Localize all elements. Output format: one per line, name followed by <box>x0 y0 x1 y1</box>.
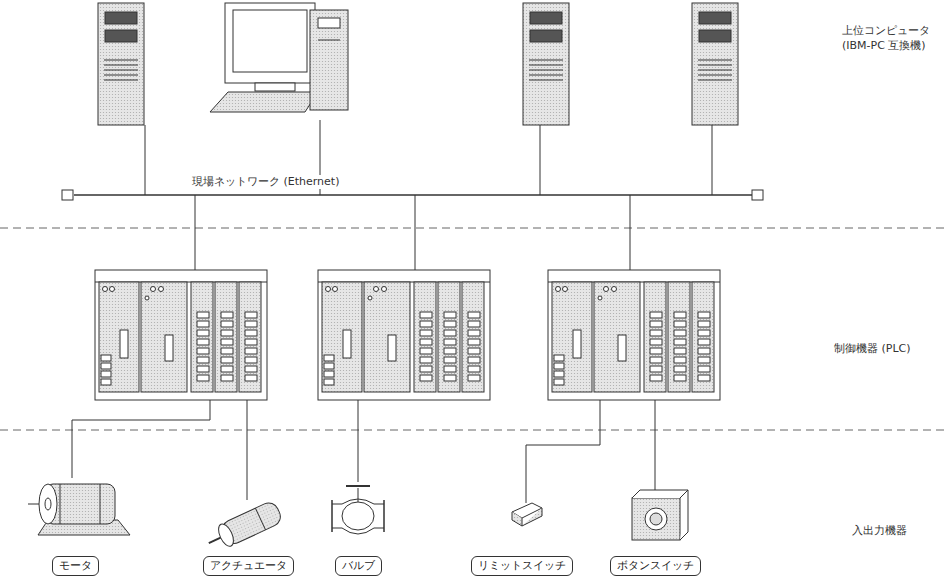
plc-unit <box>95 270 267 400</box>
device-label-box: ボタンスイッチ <box>610 556 701 576</box>
tier-label: 入出力機器 <box>852 524 907 538</box>
device-label-box: バルブ <box>335 556 382 576</box>
network-label: 現場ネットワーク (Ethernet) <box>190 175 341 189</box>
device-label: アクチュエータ <box>210 558 287 574</box>
device-label-box: リミットスイッチ <box>471 556 573 576</box>
tower-computer <box>523 3 569 125</box>
device-label: バルブ <box>342 558 375 574</box>
plc-unit <box>548 270 720 400</box>
plc-unit <box>318 270 490 400</box>
tier-label: 制御機器 (PLC) <box>834 342 911 356</box>
tower-computer <box>692 3 738 125</box>
device-label: モータ <box>59 558 92 574</box>
device-label-box: モータ <box>52 556 99 576</box>
device-label: ボタンスイッチ <box>617 558 694 574</box>
device-label-box: アクチュエータ <box>203 556 294 576</box>
tier-label: (IBM-PC 互換機) <box>842 39 926 53</box>
tower-computer <box>98 3 144 125</box>
tier-label: 上位コンピュータ <box>842 24 930 38</box>
device-label: リミットスイッチ <box>478 558 566 574</box>
